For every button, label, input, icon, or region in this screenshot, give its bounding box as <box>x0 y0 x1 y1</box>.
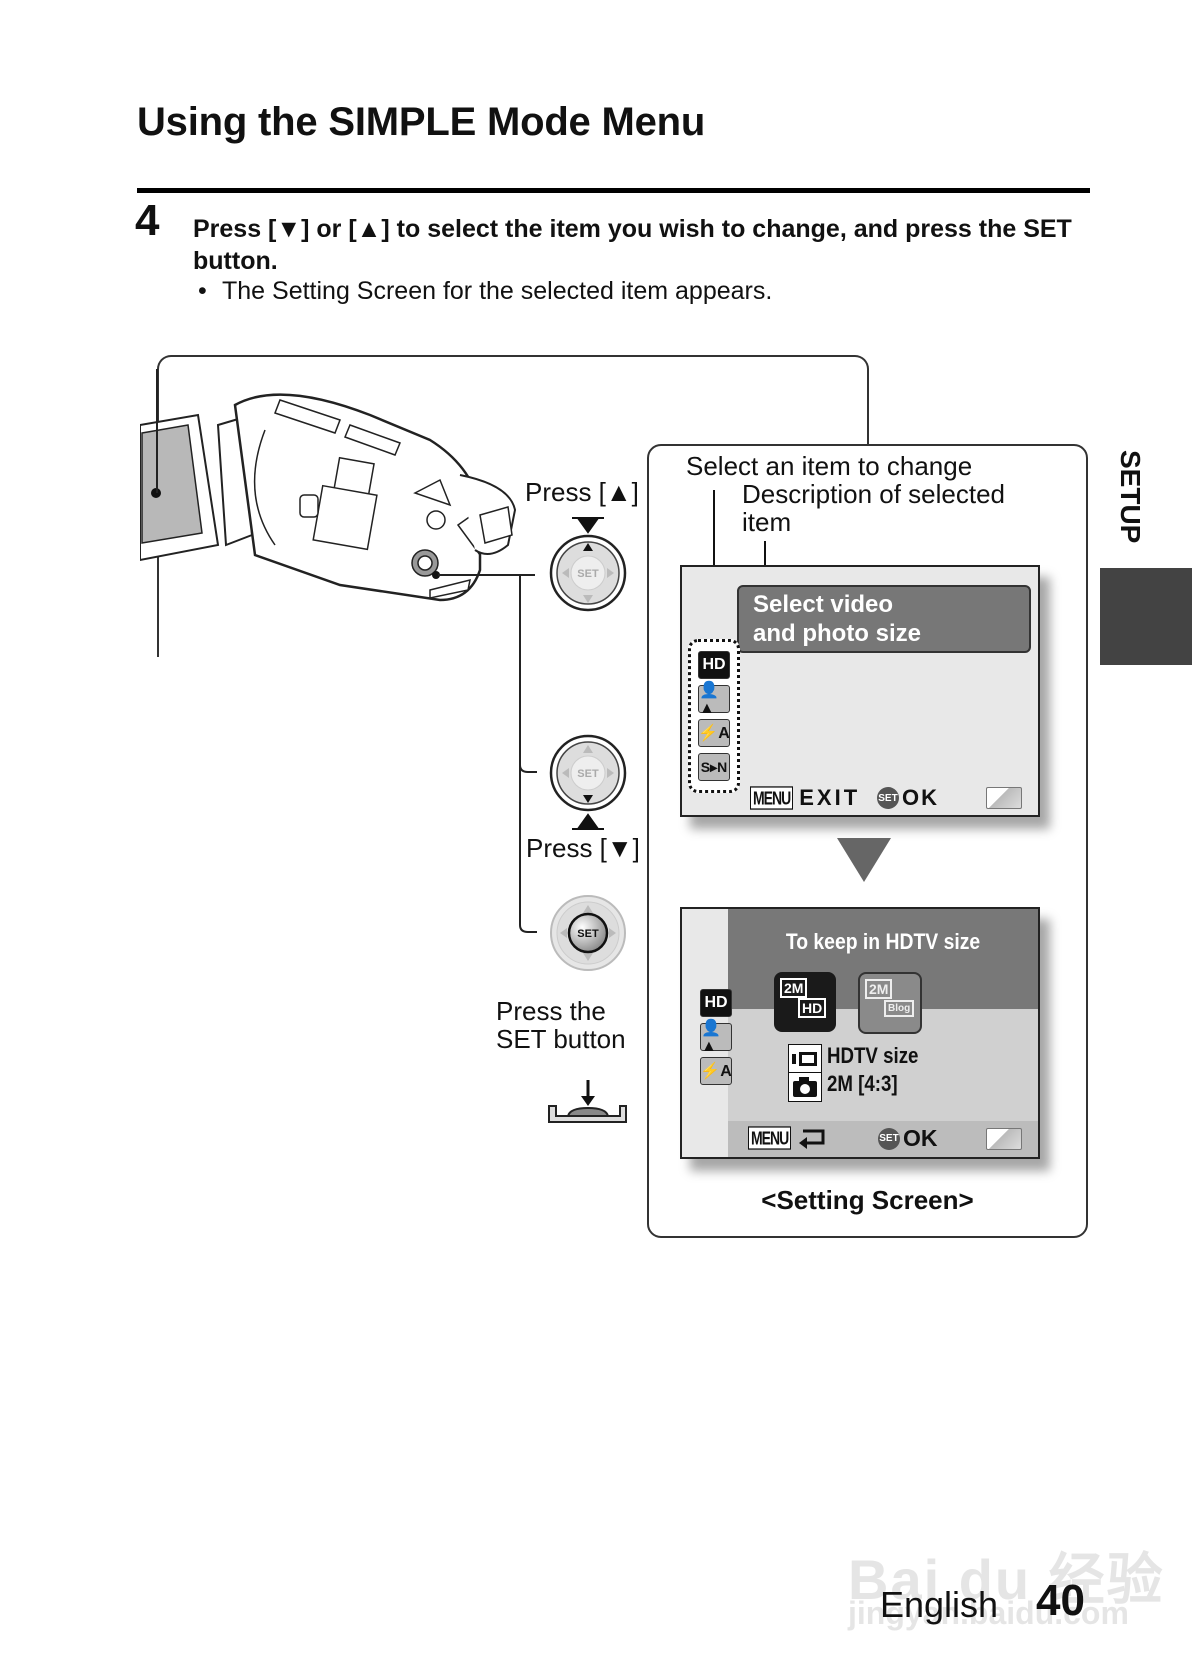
bullet-text: The Setting Screen for the selected item… <box>222 277 773 305</box>
menu-key-icon: MENU <box>750 786 794 810</box>
hd-option[interactable]: 2M HD <box>774 972 836 1032</box>
svg-text:SET: SET <box>577 768 599 780</box>
setting-screen: To keep in HDTV size HD 👤▲ ⚡A 2M HD 2M B… <box>680 907 1040 1159</box>
battery-icon <box>986 787 1022 809</box>
setting-screen-caption: <Setting Screen> <box>761 1185 974 1215</box>
set-key-icon: SET <box>877 787 899 809</box>
svg-text:SET: SET <box>577 928 599 940</box>
flash-auto-icon[interactable]: ⚡A <box>700 1057 732 1085</box>
press-up-label: Press [▲] <box>525 477 639 507</box>
setting-header: To keep in HDTV size <box>785 929 981 954</box>
hd-size-icon[interactable]: HD <box>700 989 732 1017</box>
scene-icon[interactable]: 👤▲ <box>698 682 730 717</box>
ok-label: OK <box>903 1125 938 1151</box>
flash-auto-icon[interactable]: ⚡A <box>698 719 730 747</box>
ok-label: OK <box>902 785 939 810</box>
page-number: 40 <box>1036 1576 1085 1625</box>
svg-text:SET: SET <box>577 568 599 580</box>
watermark-url: jingyan.baidu.com <box>848 1595 1129 1631</box>
watermark-logo: Bai du 经验 <box>848 1548 1165 1611</box>
ok-control[interactable]: SET OK <box>878 1125 938 1152</box>
dial-press-up: SET <box>549 517 627 612</box>
video-camera-icon <box>788 1044 822 1074</box>
description-line1: Select video <box>753 591 894 618</box>
callout-line-description <box>764 541 766 585</box>
footer-language: English <box>880 1584 999 1625</box>
leader-lines <box>156 369 537 933</box>
mode-switch-icon[interactable]: S▸N <box>698 753 730 781</box>
step-number: 4 <box>135 196 160 245</box>
hd-option-bottom: HD <box>798 998 827 1018</box>
description-line2: and photo size <box>753 620 921 647</box>
transition-arrow-icon <box>837 838 891 882</box>
step-instruction: Press [▼] or [▲] to select the item you … <box>193 215 1072 275</box>
dial-press-set: SET <box>550 895 626 971</box>
battery-icon <box>986 1128 1022 1150</box>
ok-control[interactable]: SET OK <box>877 785 939 811</box>
set-key-icon: SET <box>878 1127 900 1150</box>
press-set-label: Press the SET button <box>496 997 626 1053</box>
set-key-icon <box>567 912 609 954</box>
blog-option-top: 2M <box>865 979 893 999</box>
hd-size-icon[interactable]: HD <box>698 651 730 679</box>
exit-control[interactable]: MENU EXIT <box>750 785 860 811</box>
blog-option-bottom: Blog <box>884 1000 915 1017</box>
title-rule <box>137 188 1090 193</box>
callout-description-line2: item <box>742 507 792 537</box>
callout-select-item: Select an item to change <box>686 451 973 481</box>
up-arrow-icon <box>583 543 593 551</box>
press-set-line2: SET button <box>496 1024 626 1054</box>
description-bar: Select video and photo size <box>737 585 1031 653</box>
blog-option[interactable]: 2M Blog <box>858 972 922 1034</box>
press-set-line1: Press the <box>496 996 606 1026</box>
callout-description: Description of selected item <box>742 480 1005 536</box>
dial-press-down: SET <box>549 734 627 830</box>
down-arrow-icon <box>583 795 593 803</box>
camcorder-illustration <box>140 393 517 602</box>
press-down-label: Press [▼] <box>526 833 640 863</box>
section-tab-label: SETUP <box>1110 450 1150 560</box>
menu-screen: Select video and photo size HD 👤▲ ⚡A S▸N… <box>680 565 1040 817</box>
scene-icon[interactable]: 👤▲ <box>700 1020 732 1055</box>
return-arrow-icon <box>799 1129 825 1149</box>
section-tab-text: SETUP <box>1115 450 1146 544</box>
section-tab-marker <box>1100 568 1192 665</box>
menu-key-icon: MENU <box>748 1126 792 1150</box>
hd-option-top: 2M <box>780 978 808 998</box>
exit-label: EXIT <box>799 785 861 810</box>
callout-description-line1: Description of selected <box>742 479 1006 509</box>
page-title: Using the SIMPLE Mode Menu <box>137 100 706 144</box>
photo-setting-value: 2M [4:3] <box>827 1071 898 1096</box>
video-setting-value: HDTV size <box>827 1043 919 1068</box>
bullet-dot: • <box>198 277 207 305</box>
press-button-icon <box>548 1080 627 1123</box>
back-control[interactable]: MENU <box>748 1126 827 1150</box>
photo-camera-icon <box>788 1072 822 1102</box>
step-bullet: • The Setting Screen for the selected ite… <box>198 277 772 306</box>
